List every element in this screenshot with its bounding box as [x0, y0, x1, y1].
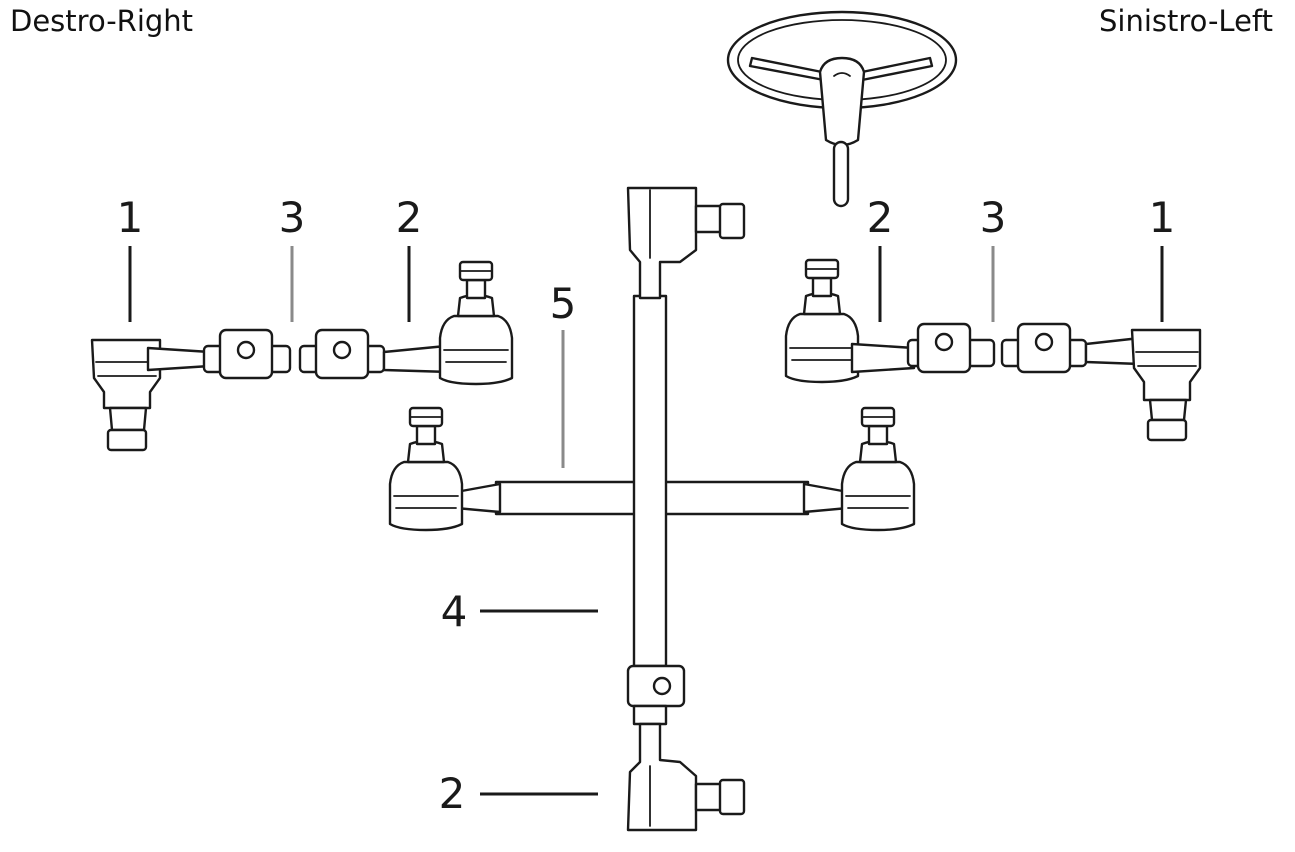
tie-rod-assembly-right — [90, 260, 514, 452]
callout-l-1: 1 — [1149, 193, 1176, 242]
callout-l-2: 2 — [867, 193, 894, 242]
callout-l-3: 3 — [980, 193, 1007, 242]
label-right-side: Destro-Right — [10, 4, 194, 38]
callout-r-3: 3 — [279, 193, 306, 242]
label-left-side: Sinistro-Left — [1099, 4, 1273, 38]
steering-wheel — [726, 10, 958, 208]
tie-rod-assembly-left — [784, 258, 1202, 442]
callout-bottom-2: 2 — [439, 769, 466, 818]
callout-r-1: 1 — [117, 193, 144, 242]
callout-center-4: 4 — [441, 587, 468, 636]
callout-r-2: 2 — [396, 193, 423, 242]
drag-link-rod — [626, 186, 746, 832]
callout-center-5: 5 — [550, 279, 577, 328]
